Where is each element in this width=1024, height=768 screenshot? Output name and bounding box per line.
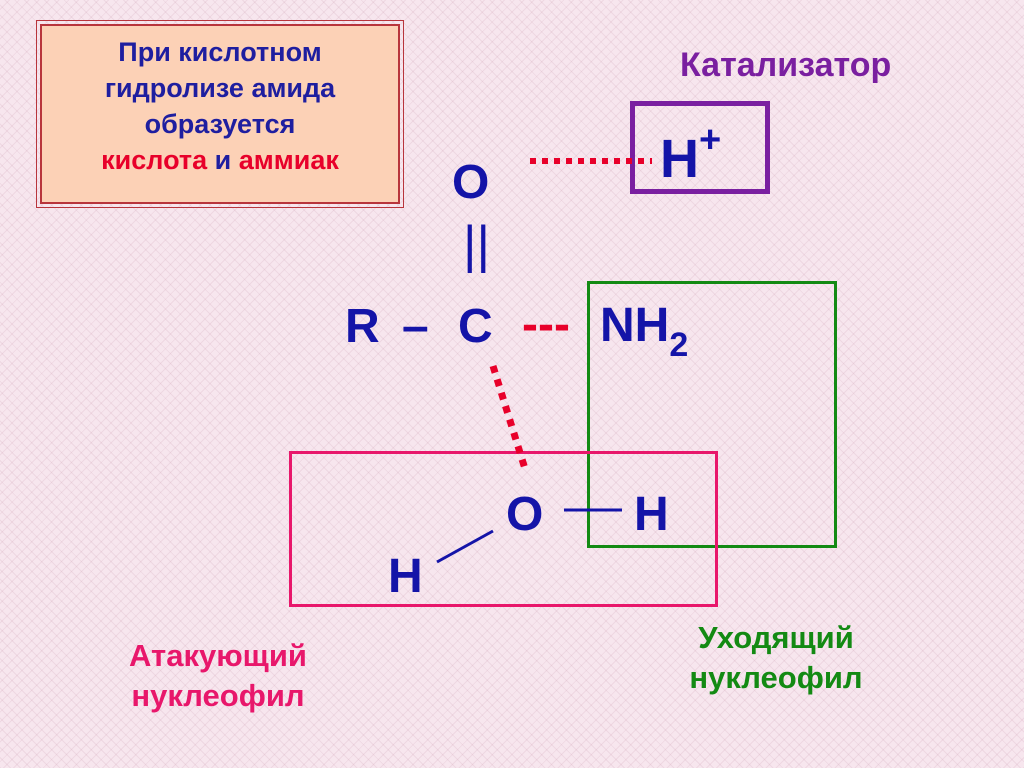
double-bond: || xyxy=(463,216,491,274)
oh-left-bond xyxy=(436,529,494,564)
water-hydrogen-right: H xyxy=(634,488,669,541)
water-hydrogen-left: H xyxy=(388,550,423,603)
attacking-group-frame xyxy=(289,451,718,607)
catalyst-label: Катализатор xyxy=(680,46,892,84)
info-and: и xyxy=(214,145,232,175)
carbonyl-oxygen: O xyxy=(452,156,490,209)
attacking-label-line-2: нуклеофил xyxy=(131,678,305,713)
info-line-1: При кислотном xyxy=(118,37,322,67)
info-line-4: кислота и аммиак xyxy=(42,142,398,178)
info-acid: кислота xyxy=(101,145,208,175)
hplus-ion: H+ xyxy=(660,116,721,189)
rc-bond: – xyxy=(402,300,429,353)
attack-dotted-bond xyxy=(489,364,530,474)
carbon-atom: C xyxy=(458,300,493,353)
attacking-label-line-1: Атакующий xyxy=(129,638,307,673)
info-ammonia: аммиак xyxy=(238,145,339,175)
leaving-label-line-2: нуклеофил xyxy=(689,660,863,695)
amino-group: NH2 xyxy=(600,296,688,371)
info-box: При кислотном гидролизе амида образуется… xyxy=(36,20,404,208)
info-line-3: образуется xyxy=(144,109,296,139)
hplus-charge: + xyxy=(699,119,722,161)
leaving-label-line-1: Уходящий xyxy=(698,620,854,655)
amino-nh: NH xyxy=(600,299,670,352)
amino-subscript: 2 xyxy=(669,325,689,364)
water-oxygen: O xyxy=(506,488,544,541)
cn-dashed-bond: --- xyxy=(522,298,570,351)
hplus-symbol: H xyxy=(660,129,699,189)
attacking-nucleophile-label: Атакующий нуклеофил xyxy=(90,636,346,716)
r-group: R xyxy=(345,300,380,353)
info-line-2: гидролизе амида xyxy=(104,73,336,103)
leaving-nucleophile-label: Уходящий нуклеофил xyxy=(648,618,904,698)
leaving-group-frame xyxy=(587,281,837,548)
catalyst-frame xyxy=(630,101,770,194)
